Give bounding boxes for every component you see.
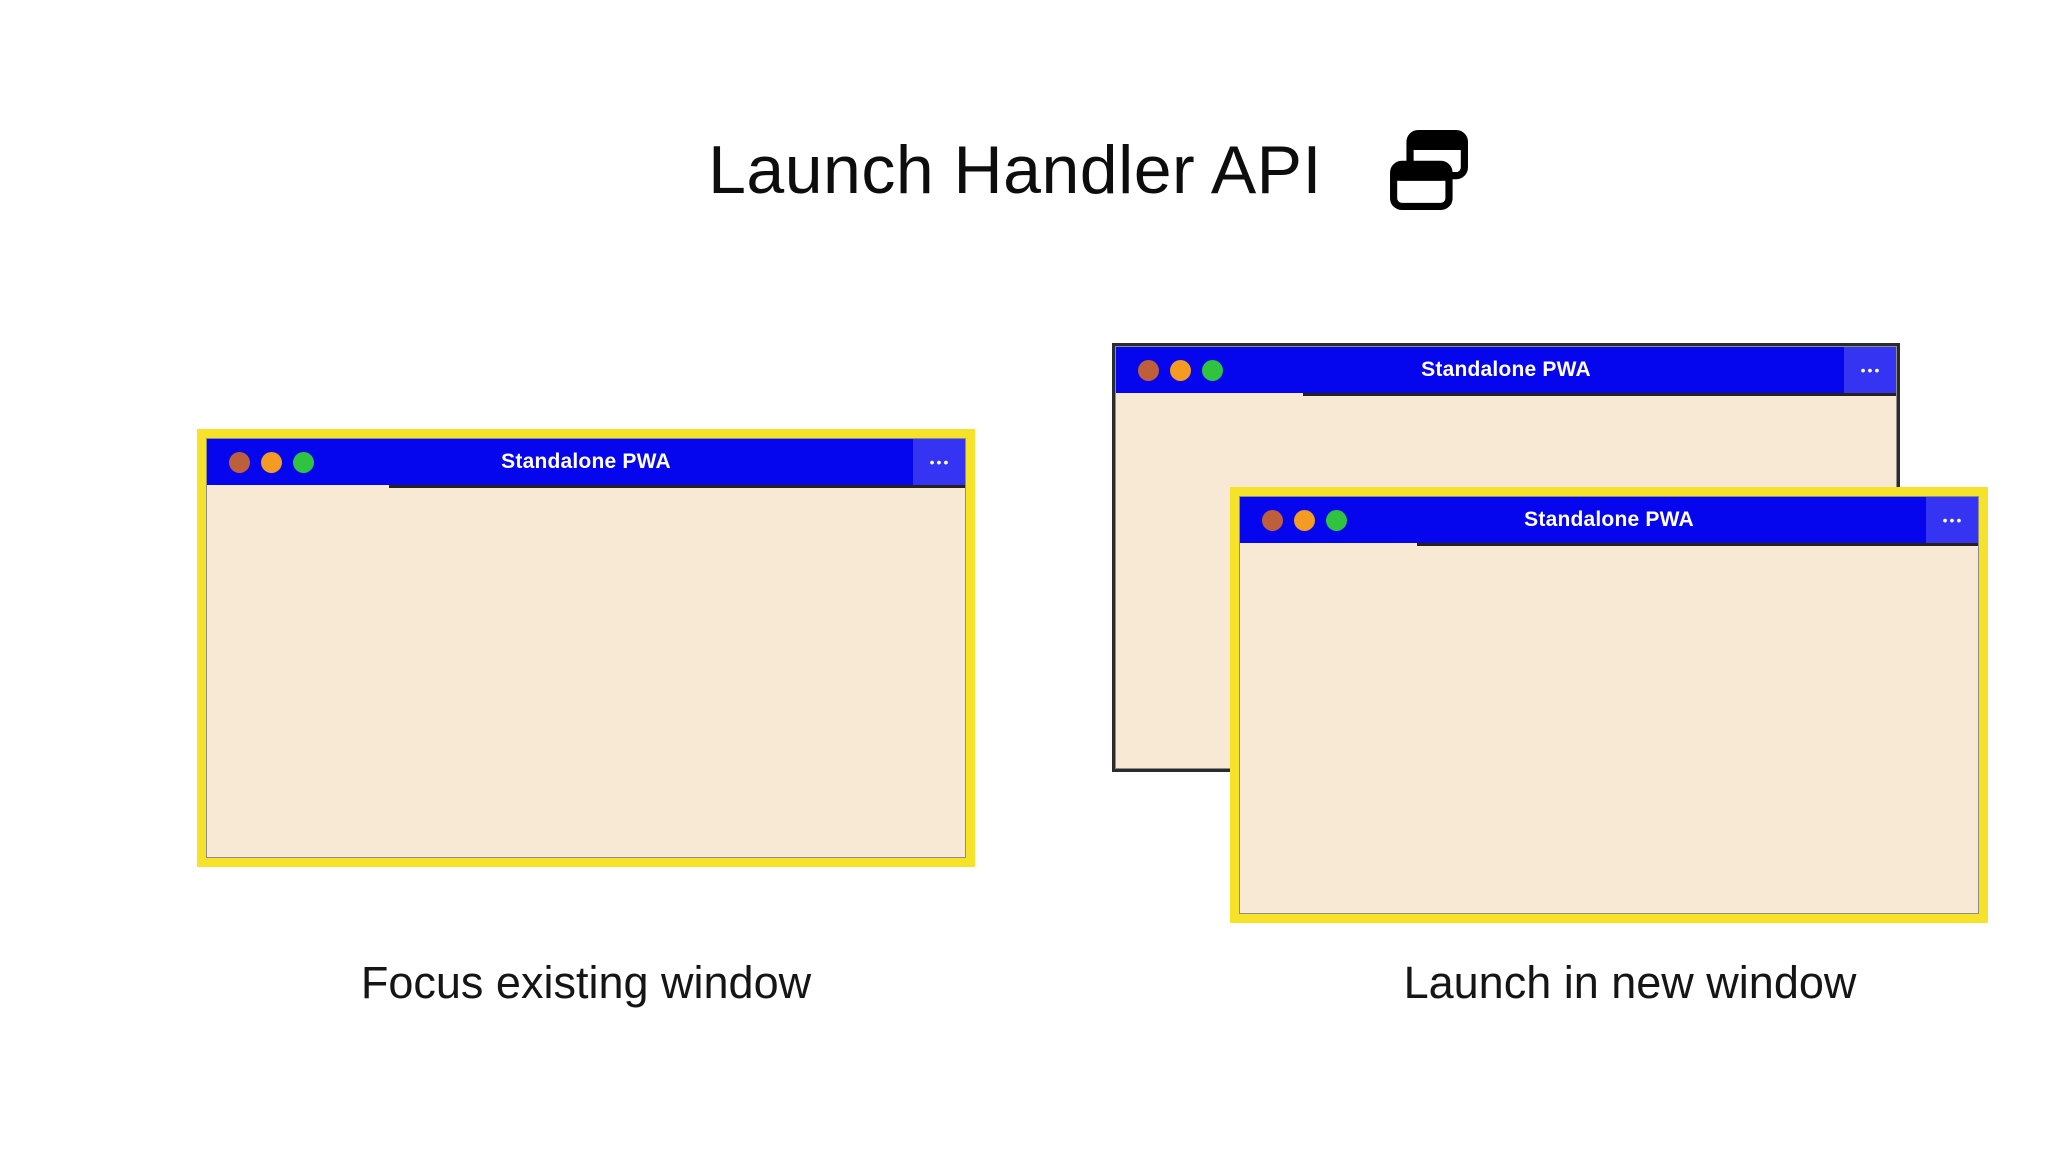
window-minimize-dot[interactable] xyxy=(1294,509,1315,531)
traffic-light-buttons xyxy=(1262,509,1347,531)
pwa-window-focused: Standalone PWA ••• xyxy=(197,429,975,867)
window-menu-button[interactable]: ••• xyxy=(1844,347,1896,393)
window-close-dot[interactable] xyxy=(1138,359,1159,381)
pwa-window-new: Standalone PWA ••• xyxy=(1230,487,1988,923)
window-title: Standalone PWA xyxy=(1524,508,1694,531)
traffic-light-buttons xyxy=(229,451,314,473)
window-close-dot[interactable] xyxy=(229,451,250,473)
window-frame: Standalone PWA ••• xyxy=(1239,496,1979,914)
window-close-dot[interactable] xyxy=(1262,509,1283,531)
overlapping-windows-icon xyxy=(1389,130,1468,210)
window-titlebar[interactable]: Standalone PWA ••• xyxy=(207,439,965,488)
caption-focus-existing: Focus existing window xyxy=(360,957,812,1008)
traffic-light-buttons xyxy=(1138,359,1223,381)
window-zoom-dot[interactable] xyxy=(1202,359,1223,381)
window-content-area xyxy=(1240,543,1978,913)
window-minimize-dot[interactable] xyxy=(261,451,282,473)
window-title: Standalone PWA xyxy=(1421,358,1591,381)
caption-launch-new: Launch in new window xyxy=(1403,957,1857,1008)
window-frame: Standalone PWA ••• xyxy=(206,438,966,858)
window-menu-button[interactable]: ••• xyxy=(913,439,965,485)
window-menu-button[interactable]: ••• xyxy=(1926,497,1978,543)
header: Launch Handler API xyxy=(64,130,2048,210)
window-titlebar[interactable]: Standalone PWA ••• xyxy=(1116,347,1896,396)
window-titlebar[interactable]: Standalone PWA ••• xyxy=(1240,497,1978,546)
window-title: Standalone PWA xyxy=(501,450,671,473)
page-title: Launch Handler API xyxy=(708,132,1322,208)
window-zoom-dot[interactable] xyxy=(1326,509,1347,531)
window-content-area xyxy=(207,485,965,857)
window-zoom-dot[interactable] xyxy=(293,451,314,473)
window-minimize-dot[interactable] xyxy=(1170,359,1191,381)
